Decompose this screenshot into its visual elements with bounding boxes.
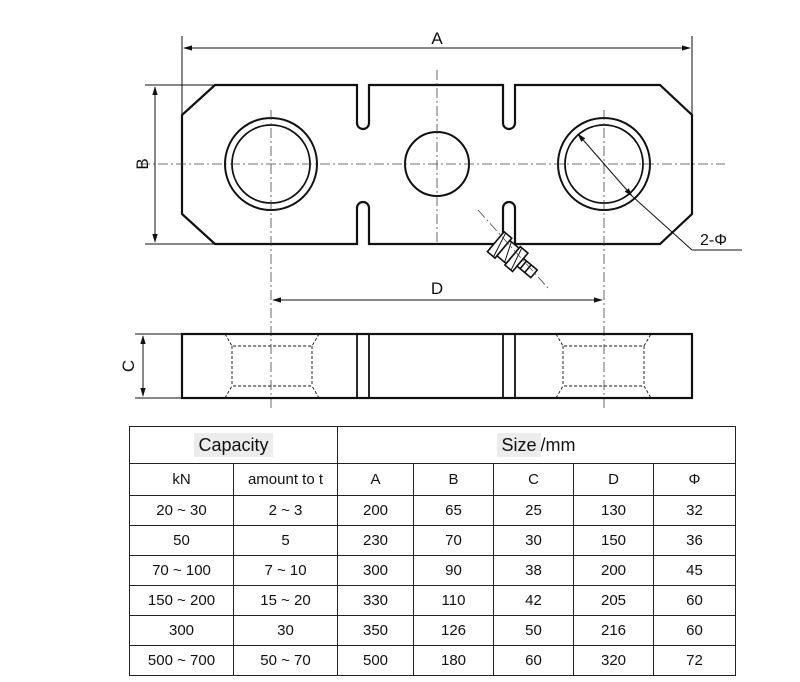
- table-cell: 25: [493, 495, 574, 526]
- table-cell: 36: [653, 525, 736, 556]
- column-header: D: [573, 463, 654, 496]
- table-cell: 90: [413, 555, 494, 586]
- capacity-header-text: Capacity: [194, 432, 273, 457]
- size-unit: /mm: [540, 434, 576, 455]
- table-cell: 500: [337, 645, 414, 676]
- table-cell: 5: [233, 525, 338, 556]
- table-cell: 60: [653, 615, 736, 646]
- table-cell: 300: [337, 555, 414, 586]
- load-cell-drawing: A B D 2-Φ C: [119, 29, 742, 410]
- capacity-header: Capacity: [129, 426, 338, 464]
- table-cell: 230: [337, 525, 414, 556]
- column-header: B: [413, 463, 494, 496]
- diameter-leader: [577, 133, 742, 251]
- dimension-a: [181, 36, 693, 115]
- table-cell: 205: [573, 585, 654, 616]
- specification-table: Capacity Size/mm kN amount to t A B C D …: [129, 426, 736, 676]
- table-cell: 70 ~ 100: [129, 555, 234, 586]
- table-cell: 45: [653, 555, 736, 586]
- hidden-left-bore: [224, 333, 320, 399]
- dimension-c-label: C: [119, 360, 138, 372]
- table-cell: 30: [233, 615, 338, 646]
- column-header: A: [337, 463, 414, 496]
- table-row: 20 ~ 30 2 ~ 3 200 65 25 130 32: [129, 495, 736, 526]
- table-row: 50 5 230 70 30 150 36: [129, 525, 736, 556]
- table-cell: 32: [653, 495, 736, 526]
- table-cell: 2 ~ 3: [233, 495, 338, 526]
- table-row: 300 30 350 126 50 216 60: [129, 615, 736, 646]
- table-cell: 150: [573, 525, 654, 556]
- size-header: Size/mm: [337, 426, 736, 464]
- column-header-row: kN amount to t A B C D Φ: [129, 463, 736, 496]
- table-cell: 110: [413, 585, 494, 616]
- side-view-outline: [180, 332, 694, 400]
- table-cell: 60: [653, 585, 736, 616]
- table-cell: 150 ~ 200: [129, 585, 234, 616]
- table-cell: 350: [337, 615, 414, 646]
- table-cell: 300: [129, 615, 234, 646]
- side-view: [180, 332, 694, 400]
- column-header: kN: [129, 463, 234, 496]
- table-cell: 15 ~ 20: [233, 585, 338, 616]
- table-cell: 126: [413, 615, 494, 646]
- table-row: 500 ~ 700 50 ~ 70 500 180 60 320 72: [129, 645, 736, 676]
- top-view-outline: [180, 83, 694, 246]
- diameter-label: 2-Φ: [700, 232, 727, 249]
- column-header: amount to t: [233, 463, 338, 496]
- table-cell: 180: [413, 645, 494, 676]
- dimension-d-label: D: [431, 279, 443, 298]
- center-lines: [140, 70, 725, 410]
- table-cell: 65: [413, 495, 494, 526]
- column-header: Φ: [653, 463, 736, 496]
- hidden-right-bore: [555, 333, 652, 399]
- table-cell: 70: [413, 525, 494, 556]
- table-cell: 38: [493, 555, 574, 586]
- table-cell: 30: [493, 525, 574, 556]
- table-row: 70 ~ 100 7 ~ 10 300 90 38 200 45: [129, 555, 736, 586]
- table-cell: 20 ~ 30: [129, 495, 234, 526]
- table-cell: 216: [573, 615, 654, 646]
- table-cell: 7 ~ 10: [233, 555, 338, 586]
- dimension-c: [135, 333, 182, 399]
- table-cell: 50: [493, 615, 574, 646]
- table-cell: 320: [573, 645, 654, 676]
- table-cell: 200: [337, 495, 414, 526]
- table-cell: 50 ~ 70: [233, 645, 338, 676]
- dimension-b-label: B: [133, 158, 152, 169]
- table-cell: 72: [653, 645, 736, 676]
- table-cell: 50: [129, 525, 234, 556]
- cable-connector: [486, 230, 539, 279]
- table-cell: 500 ~ 700: [129, 645, 234, 676]
- table-cell: 200: [573, 555, 654, 586]
- column-header: C: [493, 463, 574, 496]
- table-cell: 330: [337, 585, 414, 616]
- table-cell: 42: [493, 585, 574, 616]
- table-row: 150 ~ 200 15 ~ 20 330 110 42 205 60: [129, 585, 736, 616]
- table-cell: 130: [573, 495, 654, 526]
- dimension-b: [145, 84, 215, 245]
- size-header-text: Size: [497, 432, 541, 457]
- table-cell: 60: [493, 645, 574, 676]
- dimension-a-label: A: [431, 29, 443, 48]
